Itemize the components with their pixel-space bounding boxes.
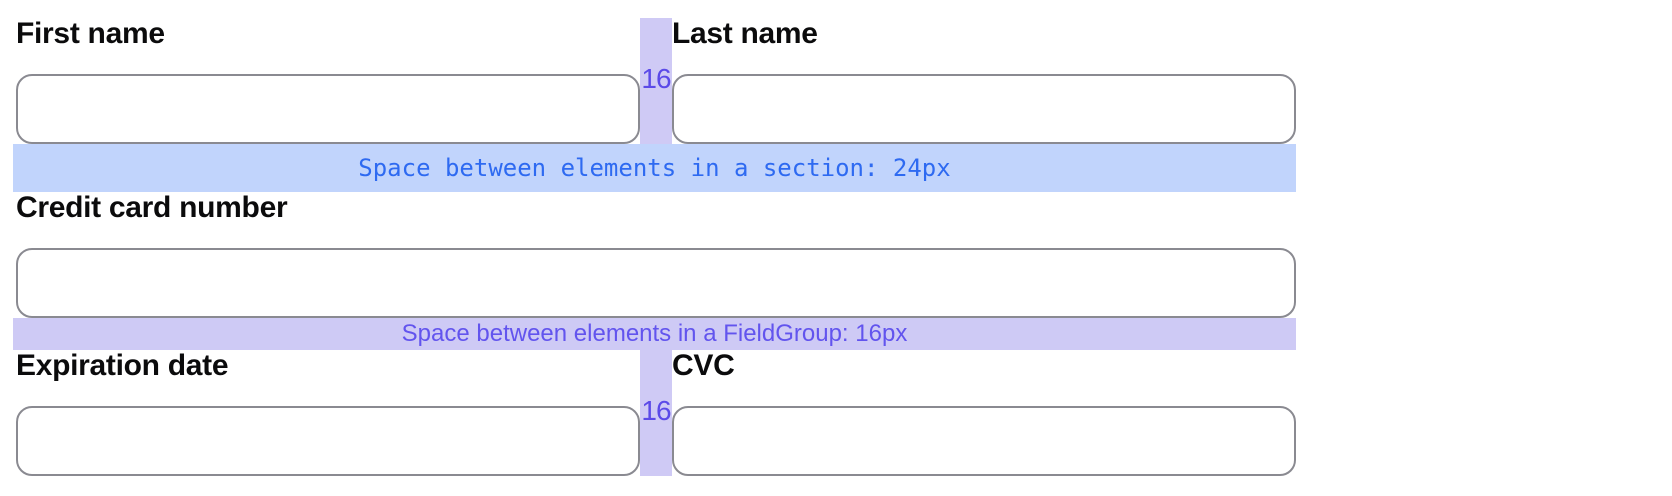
column-gap-value-label: 16 [641, 63, 671, 94]
first-name-input[interactable] [16, 74, 640, 144]
first-name-field: First name [16, 18, 640, 144]
expiration-date-label: Expiration date [16, 349, 229, 382]
name-field-group: 16 First name Last name [16, 18, 1296, 144]
expiration-date-input[interactable] [16, 406, 640, 476]
card-number-field: Credit card number [16, 192, 1296, 318]
section-spacing-band: Space between elements in a section: 24p… [13, 144, 1296, 192]
fieldgroup-spacing-label: Space between elements in a FieldGroup: … [401, 320, 908, 347]
cvc-label: CVC [672, 349, 735, 382]
column-gap-highlight [640, 350, 672, 476]
section-spacing-label: Space between elements in a section: 24p… [358, 154, 951, 182]
last-name-label: Last name [672, 17, 818, 50]
cvc-field: CVC [672, 350, 1296, 476]
expiration-date-field: Expiration date [16, 350, 640, 476]
cvc-input[interactable] [672, 406, 1296, 476]
fieldgroup-spacing-band: Space between elements in a FieldGroup: … [13, 318, 1296, 350]
column-gap-value-label: 16 [641, 395, 671, 426]
payment-form: 16 First name Last name Space between el… [13, 0, 1296, 476]
last-name-input[interactable] [672, 74, 1296, 144]
card-details-field-group: 16 Expiration date CVC [16, 350, 1296, 476]
last-name-field: Last name [672, 18, 1296, 144]
column-gap-highlight [640, 18, 672, 144]
first-name-label: First name [16, 17, 165, 50]
card-number-input[interactable] [16, 248, 1296, 318]
card-number-label: Credit card number [16, 191, 288, 224]
